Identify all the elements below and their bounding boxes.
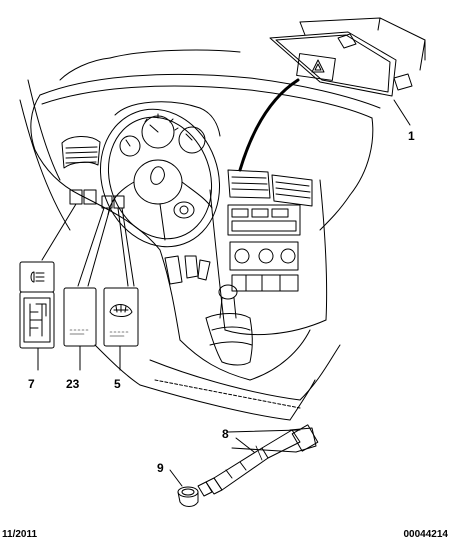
dashboard-outline [19,49,381,421]
switch-7 [19,261,55,349]
centre-air-vents [227,169,313,207]
rear-window-switch-icon [109,304,133,317]
assembly-arrow [238,78,300,172]
footer-reference: 00044214 [403,529,449,540]
headlamp-adjust-icon [30,271,45,283]
hazard-switch-assembly [269,17,426,97]
hazard-warning-switch-icon [311,59,325,73]
part-8-rod [197,424,319,497]
dash-switch-bank [69,189,125,209]
switch-23 [63,287,97,347]
switch-5 [103,287,139,347]
callout-23: 23 [66,377,80,391]
part-9-cap [177,486,199,507]
left-air-vent [61,136,101,169]
footer-date: 11/2011 [2,529,38,540]
switch-leader-lines [41,203,135,287]
gear-lever [205,284,253,366]
callout-8: 8 [222,427,229,441]
instrument-cluster [114,101,221,157]
pedals [164,255,211,285]
centre-console-controls [227,204,301,292]
callout-9: 9 [157,461,164,475]
callout-1: 1 [408,129,415,143]
callout-7: 7 [28,377,35,391]
callout-5: 5 [114,377,121,391]
